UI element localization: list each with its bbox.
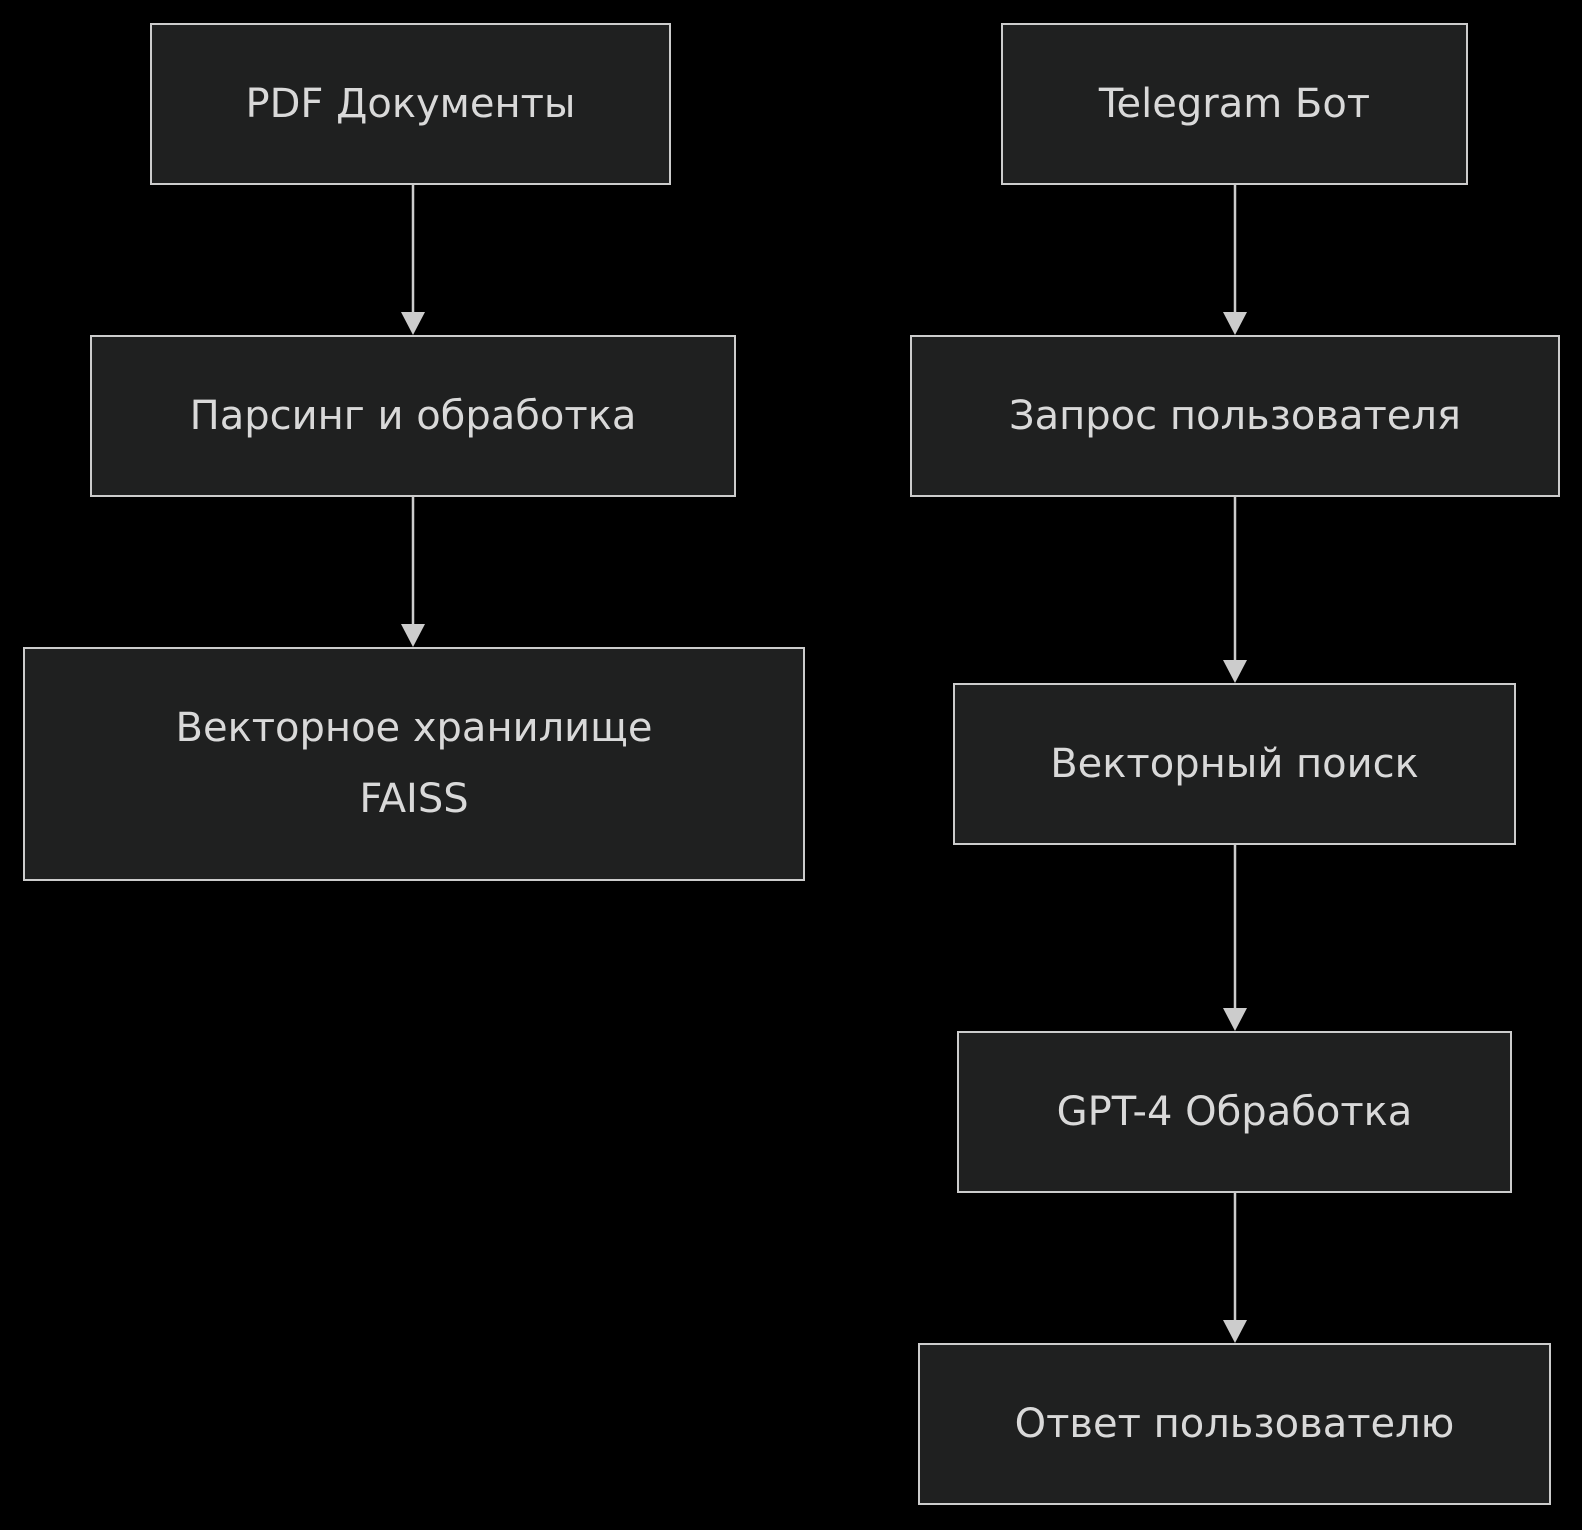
node-gpt-processing: GPT-4 Обработка xyxy=(957,1031,1512,1193)
node-pdf-documents: PDF Документы xyxy=(150,23,671,185)
arrowhead-icon xyxy=(1223,312,1247,335)
node-parsing: Парсинг и обработка xyxy=(90,335,736,497)
node-user-query: Запрос пользователя xyxy=(910,335,1560,497)
node-label: Запрос пользователя xyxy=(1008,392,1461,439)
arrowhead-icon xyxy=(1223,1320,1247,1343)
edge-gpt-to-answer xyxy=(1223,1193,1247,1343)
edge-bot-to-query xyxy=(1223,185,1247,335)
edge-parsing-to-vector-store xyxy=(401,497,425,647)
node-label: Векторный поиск xyxy=(1050,740,1419,787)
node-label: Парсинг и обработка xyxy=(189,392,637,439)
node-label: Ответ пользователю xyxy=(1014,1400,1455,1447)
node-label: GPT-4 Обработка xyxy=(1056,1088,1413,1135)
edge-search-to-gpt xyxy=(1223,845,1247,1031)
node-vector-search: Векторный поиск xyxy=(953,683,1516,845)
arrowhead-icon xyxy=(1223,1008,1247,1031)
arrowhead-icon xyxy=(401,624,425,647)
node-label: Telegram Бот xyxy=(1098,80,1371,127)
node-label-line1: Векторное хранилище xyxy=(175,705,653,751)
node-label-line2: FAISS xyxy=(359,776,469,822)
arrowhead-icon xyxy=(401,312,425,335)
edge-pdf-to-parsing xyxy=(401,185,425,335)
node-telegram-bot: Telegram Бот xyxy=(1001,23,1468,185)
node-user-answer: Ответ пользователю xyxy=(918,1343,1551,1505)
node-label: PDF Документы xyxy=(245,80,576,127)
arrowhead-icon xyxy=(1223,660,1247,683)
edge-query-to-search xyxy=(1223,497,1247,683)
node-vector-store: Векторное хранилище FAISS xyxy=(23,647,805,881)
